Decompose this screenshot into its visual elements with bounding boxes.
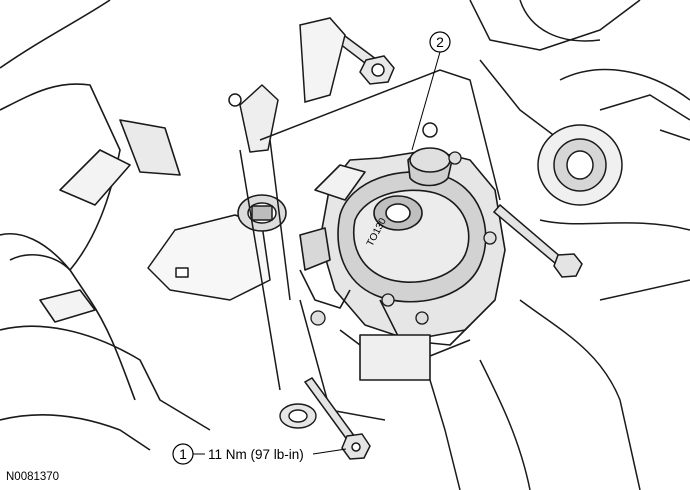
callout-2-number: 2 bbox=[436, 34, 444, 50]
right-bolt bbox=[492, 203, 583, 278]
sensor-connector bbox=[237, 194, 287, 232]
grommet-hole bbox=[279, 403, 317, 429]
upper-bolt bbox=[339, 34, 395, 85]
lower-bolt bbox=[303, 377, 371, 460]
callout-2-circle bbox=[429, 31, 451, 53]
mounting-frame bbox=[239, 17, 501, 421]
callout-1-torque-spec: 11 Nm (97 lb-in) bbox=[208, 447, 304, 462]
callout-1-leader bbox=[312, 448, 347, 455]
motor-housing bbox=[299, 147, 506, 381]
left-dash-panel bbox=[0, 0, 211, 451]
callout-1-number: 1 bbox=[179, 446, 187, 462]
callout-2-leader bbox=[411, 51, 441, 151]
callout-1: 1 11 Nm (97 lb-in) bbox=[172, 443, 304, 465]
figure-id: N0081370 bbox=[6, 471, 59, 483]
callout-leaders bbox=[312, 51, 441, 455]
callout-2: 2 bbox=[429, 31, 451, 53]
housing-fasteners bbox=[310, 151, 497, 326]
mounting-bracket bbox=[147, 84, 279, 301]
right-structure bbox=[429, 0, 690, 490]
